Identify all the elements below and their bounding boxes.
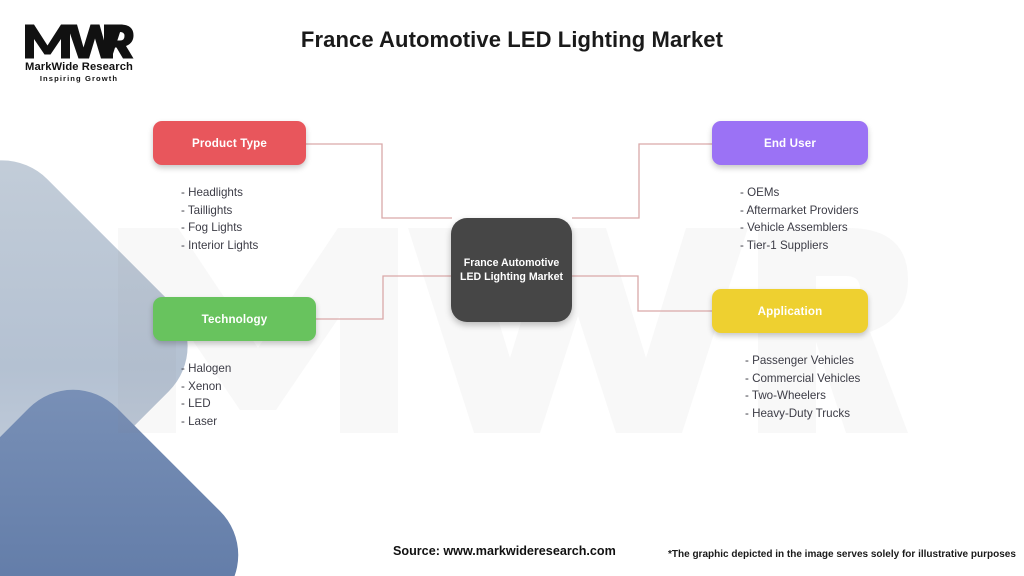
mwr-monogram-icon xyxy=(25,24,134,59)
list-item: - Halogen xyxy=(181,362,232,375)
list-item: - Vehicle Assemblers xyxy=(740,221,848,235)
branch-items-end-user: - OEMs - Aftermarket Providers - Vehicle… xyxy=(712,184,1022,254)
center-node: France Automotive LED Lighting Market xyxy=(451,218,572,322)
branch-pill-end-user[interactable]: End User xyxy=(712,121,868,165)
branch-pill-product-type[interactable]: Product Type xyxy=(153,121,306,165)
connector-end-user xyxy=(572,143,712,219)
connector-application xyxy=(572,275,712,312)
list-item: - Interior Lights xyxy=(181,238,259,252)
branch-product-type: Product Type - Headlights - Taillights -… xyxy=(153,121,453,254)
list-item: - Aftermarket Providers xyxy=(740,203,859,217)
branch-technology: Technology - Halogen - Xenon - LED - Las… xyxy=(153,297,453,430)
list-item: - Two-Wheelers xyxy=(745,389,826,403)
list-item: - Passenger Vehicles xyxy=(745,354,854,367)
center-node-label-line1: France Automotive xyxy=(463,256,560,269)
list-item: - Fog Lights xyxy=(181,221,243,235)
list-item: - Tier-1 Suppliers xyxy=(740,238,829,252)
list-item: - Heavy-Duty Trucks xyxy=(745,406,851,420)
list-item: - OEMs xyxy=(740,186,780,199)
branch-end-user: End User - OEMs - Aftermarket Providers … xyxy=(712,121,1022,254)
footer-source: Source: www.markwideresearch.com xyxy=(393,544,616,558)
list-item: - Xenon xyxy=(181,379,222,393)
brand-logo: MarkWide Research Inspiring Growth xyxy=(18,22,140,83)
list-item: - LED xyxy=(181,397,211,411)
list-item: - Commercial Vehicles xyxy=(745,371,861,385)
branch-items-product-type: - Headlights - Taillights - Fog Lights -… xyxy=(153,184,453,254)
branch-pill-application[interactable]: Application xyxy=(712,289,868,333)
brand-name: MarkWide Research xyxy=(25,61,133,73)
page-title: France Automotive LED Lighting Market xyxy=(300,27,724,52)
branch-application: Application - Passenger Vehicles - Comme… xyxy=(712,289,1022,422)
brand-tagline: Inspiring Growth xyxy=(39,74,119,83)
center-node-label-line2: LED Lighting Market xyxy=(460,271,563,283)
footer-disclaimer: *The graphic depicted in the image serve… xyxy=(668,549,1016,560)
branch-pill-technology[interactable]: Technology xyxy=(153,297,316,341)
list-item: - Headlights xyxy=(181,186,243,199)
branch-items-application: - Passenger Vehicles - Commercial Vehicl… xyxy=(712,352,1022,422)
list-item: - Laser xyxy=(181,414,218,428)
branch-items-technology: - Halogen - Xenon - LED - Laser xyxy=(153,360,453,430)
list-item: - Taillights xyxy=(181,203,233,217)
